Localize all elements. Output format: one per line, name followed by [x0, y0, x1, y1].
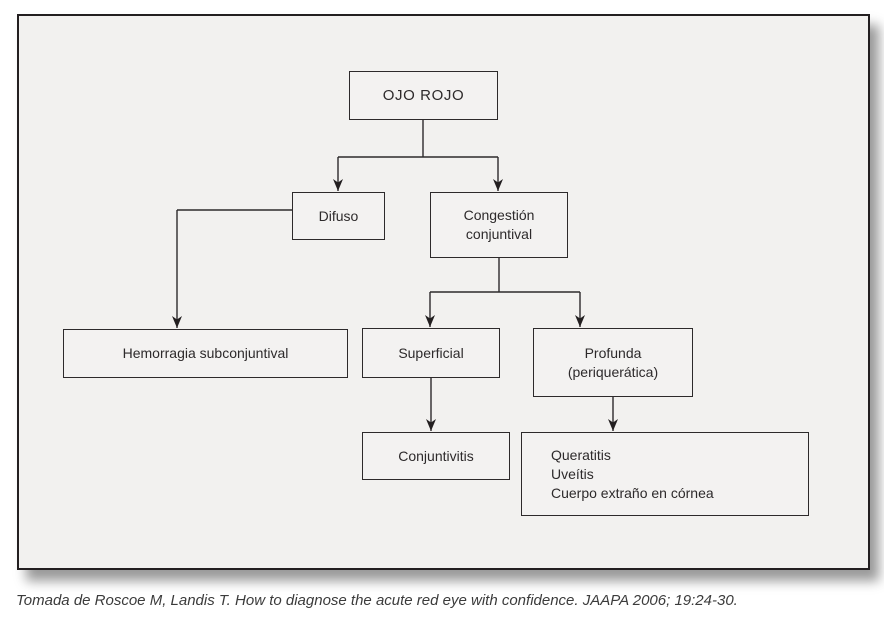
- node-profunda-line1: Profunda: [584, 344, 642, 361]
- node-hemorragia-subconjuntival: Hemorragia subconjuntival: [63, 329, 348, 378]
- outcome-uveitis: Uveítis: [551, 465, 594, 482]
- node-congestion-conjuntival: Congestión conjuntival: [430, 192, 568, 258]
- node-ojo-rojo: OJO ROJO: [349, 71, 498, 120]
- node-conjuntivitis: Conjuntivitis: [362, 432, 510, 480]
- node-difuso-label: Difuso: [318, 207, 359, 224]
- node-conjuntivitis-label: Conjuntivitis: [398, 447, 474, 464]
- node-superficial-label: Superficial: [398, 344, 464, 361]
- source-citation: Tomada de Roscoe M, Landis T. How to dia…: [16, 592, 738, 609]
- node-congestion-line1: Congestión: [463, 207, 535, 223]
- outcome-cuerpo-extrano: Cuerpo extraño en córnea: [551, 484, 714, 501]
- outcome-queratitis: Queratitis: [551, 446, 611, 463]
- node-profunda-periqueratica: Profunda (periquerática): [533, 328, 693, 397]
- node-difuso: Difuso: [292, 192, 385, 240]
- node-outcomes-list: Queratitis Uveítis Cuerpo extraño en cór…: [521, 432, 809, 516]
- node-superficial: Superficial: [362, 328, 500, 378]
- node-profunda-line2: (periquerática): [567, 363, 659, 380]
- node-hemorragia-label: Hemorragia subconjuntival: [122, 345, 289, 361]
- node-congestion-line2: conjuntival: [465, 226, 533, 242]
- node-ojo-rojo-label: OJO ROJO: [382, 87, 465, 104]
